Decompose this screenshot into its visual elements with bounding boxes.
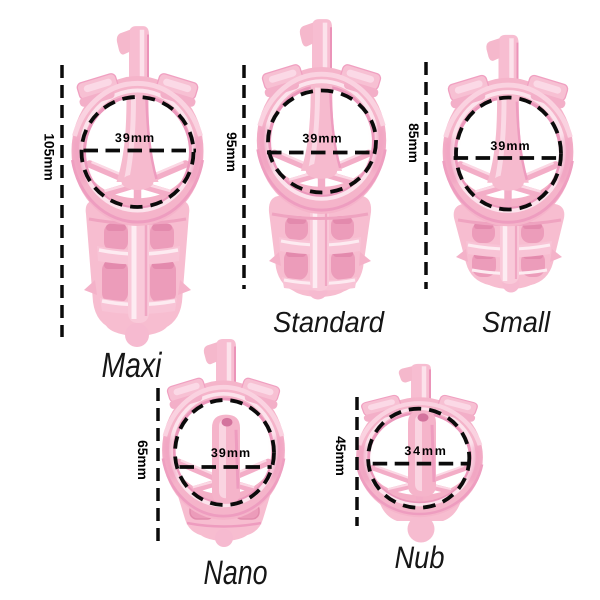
svg-text:Nano: Nano (204, 554, 268, 592)
svg-text:Maxi: Maxi (102, 346, 163, 385)
svg-text:39mm: 39mm (211, 446, 251, 460)
svg-text:65mm: 65mm (135, 440, 150, 480)
svg-text:45mm: 45mm (333, 436, 348, 476)
svg-text:39mm: 39mm (490, 139, 530, 153)
svg-text:34mm: 34mm (404, 444, 447, 458)
svg-text:39mm: 39mm (302, 132, 342, 146)
svg-text:Small: Small (482, 307, 551, 339)
svg-text:Nub: Nub (395, 540, 445, 575)
svg-text:85mm: 85mm (406, 123, 421, 163)
svg-text:39mm: 39mm (115, 131, 155, 145)
svg-text:105mm: 105mm (42, 133, 57, 181)
svg-text:Standard: Standard (273, 307, 385, 339)
svg-text:95mm: 95mm (224, 132, 239, 172)
